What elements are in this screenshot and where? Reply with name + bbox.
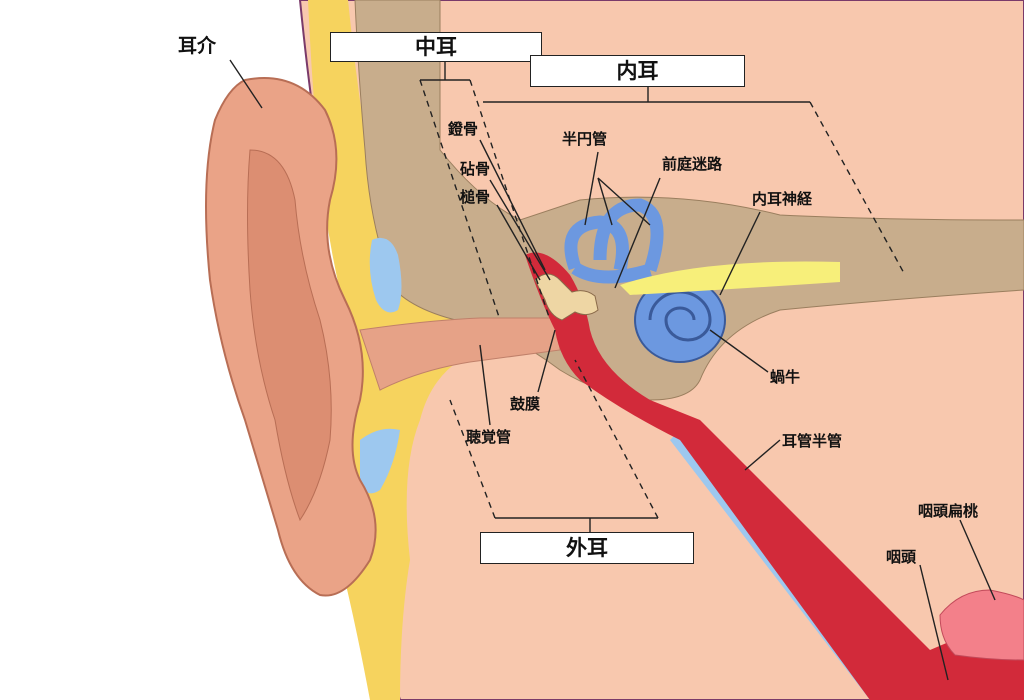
label-cochlea: 蝸牛 [770,368,800,386]
outer-ear-box: 外耳 [480,532,694,564]
label-ear-canal: 聴覚管 [466,428,511,446]
label-pharyngeal-tonsil: 咽頭扁桃 [918,502,978,520]
label-vestibule: 前庭迷路 [662,155,722,173]
label-eardrum: 鼓膜 [510,395,540,413]
label-semicircular-canals: 半円管 [562,130,607,148]
label-incus: 砧骨 [460,160,490,178]
middle-ear-box: 中耳 [330,32,542,62]
label-eustachian-tube: 耳管半管 [782,432,842,450]
inner-ear-box: 内耳 [530,55,745,87]
label-stapes: 鐙骨 [448,120,478,138]
label-malleus: 槌骨 [460,188,490,206]
label-pharynx: 咽頭 [886,548,916,566]
label-auditory-nerve: 内耳神経 [752,190,812,208]
label-pinna: 耳介 [178,35,216,57]
